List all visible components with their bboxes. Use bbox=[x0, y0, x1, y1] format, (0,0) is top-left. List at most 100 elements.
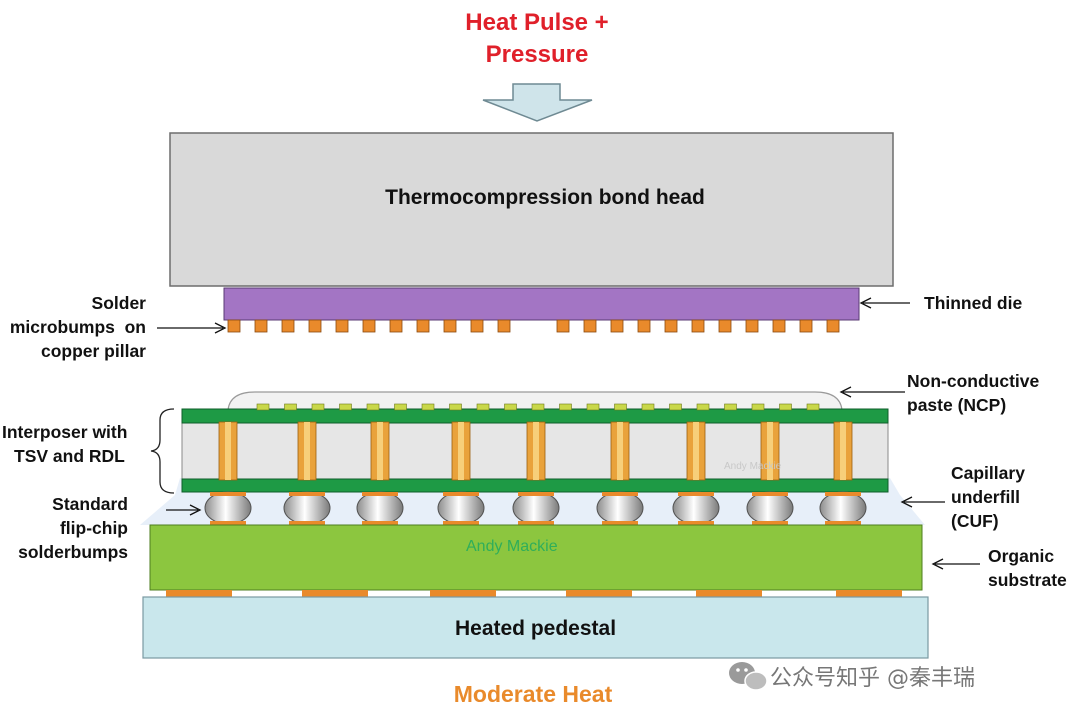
interposer-pad bbox=[476, 403, 490, 411]
thinned-die bbox=[223, 287, 860, 321]
microbump bbox=[556, 319, 570, 333]
solder-ball bbox=[512, 491, 560, 525]
ball-top-pad bbox=[518, 492, 554, 496]
ball-bottom-pad bbox=[678, 521, 714, 525]
solderbumps-label-3: solderbumps bbox=[18, 542, 128, 562]
substrate-label-2: substrate bbox=[988, 570, 1067, 590]
substrate-bottom-pads bbox=[166, 590, 902, 597]
ball-bottom-pad bbox=[210, 521, 246, 525]
leader-arrows bbox=[157, 297, 980, 570]
solder-microbumps-label-3: copper pillar bbox=[40, 341, 146, 361]
flip-chip-solderbumps bbox=[204, 491, 867, 525]
solderbumps-label-2: flip-chip bbox=[59, 518, 128, 538]
down-arrow-icon bbox=[482, 83, 593, 122]
title-line-1: Heat Pulse + bbox=[465, 9, 609, 36]
tsv-highlight bbox=[533, 422, 539, 480]
interposer-pad bbox=[504, 403, 517, 411]
footer-watermark: 公众号知乎 @秦丰瑞 bbox=[770, 666, 975, 691]
solder-ball bbox=[819, 491, 867, 525]
ball-top-pad bbox=[210, 492, 246, 496]
microbump bbox=[745, 319, 759, 333]
heated-pedestal bbox=[142, 596, 929, 659]
interposer-pad bbox=[806, 403, 820, 411]
interposer-bracket bbox=[150, 408, 175, 494]
microbump bbox=[362, 319, 376, 333]
interposer-pad bbox=[311, 403, 325, 411]
microbump bbox=[664, 319, 678, 333]
tsv-pillars bbox=[218, 421, 853, 481]
interposer-pad bbox=[531, 403, 545, 411]
substrate-pad bbox=[836, 590, 902, 597]
ball-bottom-pad bbox=[602, 521, 638, 525]
substrate-pad bbox=[430, 590, 496, 597]
ball-top-pad bbox=[289, 492, 325, 496]
interposer-pad bbox=[449, 403, 462, 411]
solder-ball bbox=[437, 491, 485, 525]
interposer-label-2: TSV and RDL bbox=[14, 446, 125, 466]
rdl-bottom bbox=[181, 478, 889, 493]
microbump bbox=[335, 319, 349, 333]
interposer-pad bbox=[339, 403, 352, 411]
interposer-pad bbox=[256, 403, 270, 411]
substrate-pad bbox=[566, 590, 632, 597]
interposer-pad bbox=[669, 403, 682, 411]
interposer-pad bbox=[366, 403, 380, 411]
ball-bottom-pad bbox=[518, 521, 554, 525]
microbump bbox=[772, 319, 786, 333]
microbump bbox=[416, 319, 430, 333]
bond-head-label: Thermocompression bond head bbox=[385, 186, 705, 209]
tsv-highlight bbox=[693, 422, 699, 480]
interposer-pad bbox=[751, 403, 765, 411]
ball-top-pad bbox=[362, 492, 398, 496]
microbump bbox=[799, 319, 813, 333]
ncp-label-1: Non-conductive bbox=[907, 371, 1040, 391]
tsv-highlight bbox=[304, 422, 310, 480]
microbump bbox=[389, 319, 403, 333]
ball-bottom-pad bbox=[752, 521, 788, 525]
substrate-pad bbox=[696, 590, 762, 597]
microbump bbox=[610, 319, 624, 333]
tsv-highlight bbox=[840, 422, 846, 480]
ball-top-pad bbox=[678, 492, 714, 496]
pedestal-label: Heated pedestal bbox=[454, 617, 617, 640]
ball-top-pad bbox=[602, 492, 638, 496]
solder-ball bbox=[596, 491, 644, 525]
solder-microbumps-label-1: Solder bbox=[91, 293, 146, 313]
tsv-highlight bbox=[377, 422, 383, 480]
interposer-pad bbox=[394, 403, 407, 411]
cuf-label-2: underfill bbox=[951, 487, 1021, 507]
moderate-heat-label: Moderate Heat bbox=[453, 681, 613, 707]
interposer-top-pads bbox=[256, 403, 820, 411]
ball-bottom-pad bbox=[443, 521, 479, 525]
bond-head bbox=[169, 132, 894, 287]
tsv-highlight bbox=[767, 422, 773, 480]
title-line-2: Pressure bbox=[485, 41, 589, 68]
microbump bbox=[718, 319, 732, 333]
interposer-label-1: Interposer with bbox=[2, 422, 128, 442]
substrate-pad bbox=[302, 590, 368, 597]
substrate-pad bbox=[166, 590, 232, 597]
ncp-label-2: paste (NCP) bbox=[907, 395, 1007, 415]
organic-substrate bbox=[149, 524, 923, 591]
solder-ball bbox=[672, 491, 720, 525]
interposer-pad bbox=[696, 403, 710, 411]
ball-bottom-pad bbox=[362, 521, 398, 525]
tsv-highlight bbox=[617, 422, 623, 480]
microbump bbox=[308, 319, 322, 333]
microbump bbox=[281, 319, 295, 333]
microbump bbox=[443, 319, 457, 333]
microbump bbox=[470, 319, 484, 333]
ball-top-pad bbox=[443, 492, 479, 496]
microbump bbox=[227, 319, 241, 333]
author-watermark-large: Andy Mackie bbox=[466, 538, 558, 555]
substrate-label-1: Organic bbox=[988, 546, 1055, 566]
microbump bbox=[254, 319, 268, 333]
interposer-pad bbox=[641, 403, 655, 411]
microbump bbox=[826, 319, 840, 333]
wechat-icon bbox=[729, 662, 768, 691]
tsv-highlight bbox=[225, 422, 231, 480]
microbump bbox=[637, 319, 651, 333]
thinned-die-label: Thinned die bbox=[924, 293, 1023, 313]
